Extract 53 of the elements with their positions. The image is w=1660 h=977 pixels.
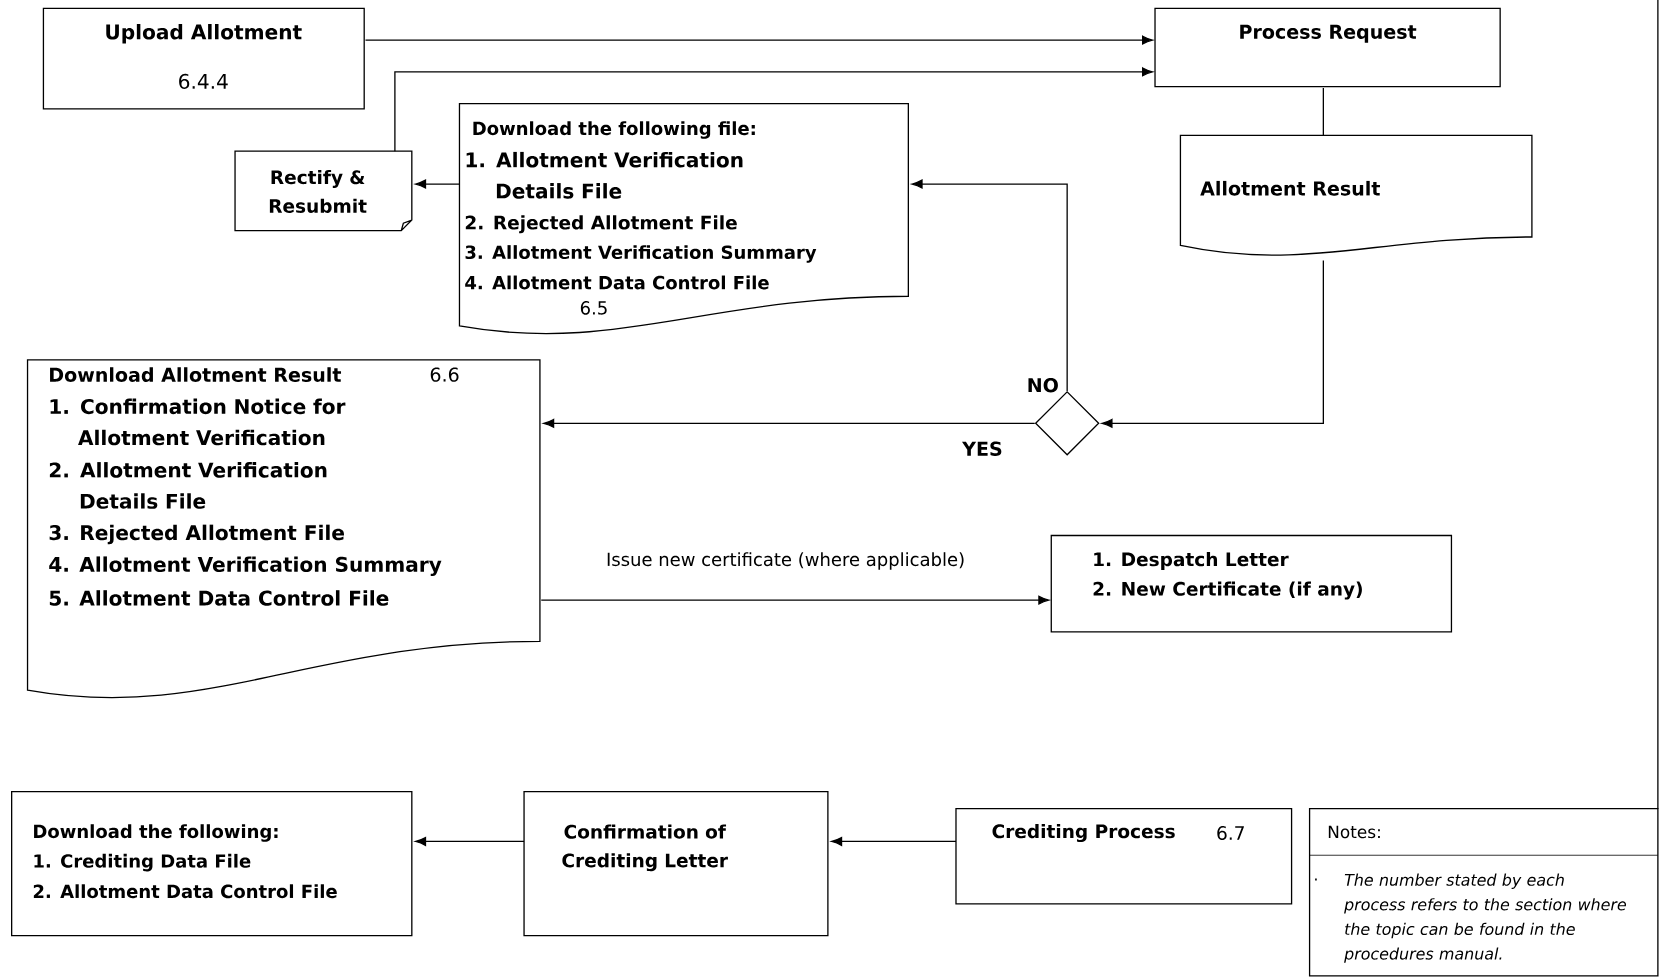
process-box (42, 7, 365, 110)
notes-box (1308, 808, 1659, 977)
box-title: Confirmation of Crediting Letter (562, 824, 728, 872)
box-title: Process Request (1240, 24, 1417, 43)
document-shape (1179, 134, 1533, 256)
notes-heading: Notes: (1328, 825, 1380, 839)
note-text: The number stated by each process refers to the section where the topic can be found in the procedures manual. (1344, 873, 1626, 963)
arrow (543, 418, 1036, 428)
edge-label: NO (1025, 377, 1060, 394)
document-shape (458, 102, 909, 335)
list-item: 4. Allotment Data Control File (465, 275, 769, 290)
box-title: Rectify & Resubmit (269, 169, 367, 213)
box-title: Upload Allotment (106, 24, 302, 44)
process-box (955, 808, 1293, 905)
box-title: Download Allotment Result (50, 367, 341, 382)
box-title: Download the following: (34, 824, 278, 842)
connector-line (1322, 87, 1324, 136)
arrow (831, 836, 957, 846)
list-item: 5. Allotment Data Control File (49, 590, 389, 606)
section-number: 6.5 (580, 301, 607, 315)
arrow (394, 67, 1154, 152)
arrow (540, 595, 1050, 605)
list-item: 1. Crediting Data File (34, 853, 251, 872)
list-item: 1. Allotment Verification Details File (466, 151, 743, 199)
process-box (1050, 534, 1453, 633)
list-item: 4. Allotment Verification Summary (49, 556, 442, 577)
box-title: Download the following file: (473, 121, 755, 139)
section-number: 6.7 (1217, 826, 1244, 840)
process-box (1154, 7, 1501, 88)
bullet: . (1315, 878, 1317, 881)
arrow (415, 179, 461, 189)
arrow (911, 179, 1068, 392)
arrow (415, 836, 525, 846)
list-item: 3. Rejected Allotment File (49, 524, 344, 545)
list-item: 2. Rejected Allotment File (465, 215, 737, 234)
list-item: 2. Allotment Data Control File (33, 884, 337, 899)
list-item: 2. New Certificate (if any) (1093, 581, 1362, 600)
box-title: Allotment Result (1200, 180, 1380, 196)
list-item: 3. Allotment Verification Summary (465, 245, 817, 263)
arrow (1101, 259, 1324, 428)
list-item: 2. Allotment Verification Details File (49, 462, 327, 509)
note-shape (234, 150, 413, 232)
process-box (523, 791, 829, 937)
list-item: 1. Despatch Letter (1094, 551, 1289, 570)
edge-label: YES (961, 440, 1004, 457)
section-number: 6.4.4 (179, 73, 228, 89)
box-title: Crediting Process (992, 824, 1175, 843)
process-box (11, 791, 413, 937)
edge-label: Issue new certificate (where applicable) (605, 551, 967, 571)
list-item: 1. Confirmation Notice for Allotment Verification (50, 398, 346, 446)
document-shape (26, 359, 541, 699)
section-number: 6.6 (430, 367, 459, 382)
arrow (364, 35, 1154, 45)
